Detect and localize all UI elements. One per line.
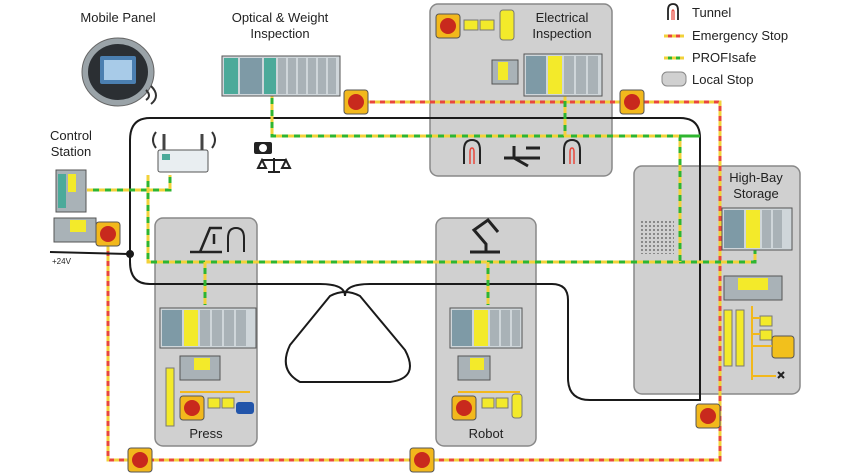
press-icon [190, 226, 222, 254]
estop-button [695, 403, 721, 429]
label-optical-line2: Inspection [250, 26, 309, 41]
estop-button [343, 89, 369, 115]
label-voltage: +24V [52, 257, 72, 266]
robot-arm-icon [470, 217, 500, 254]
tunnel-icon [227, 226, 245, 252]
label-robot: Robot [469, 426, 504, 441]
estop-button [619, 89, 645, 115]
label-highbay-line2: Storage [733, 186, 779, 201]
label-control-line1: Control [50, 128, 92, 143]
junction-icon [504, 146, 540, 168]
camera-icon [254, 142, 272, 154]
tunnel-icon [463, 138, 481, 164]
highbay-equipment [721, 207, 795, 380]
label-control-line2: Station [51, 144, 91, 159]
control-station [49, 169, 131, 255]
label-press: Press [189, 426, 223, 441]
label-highbay-line1: High-Bay [729, 170, 783, 185]
emergency-stop-loop [106, 100, 722, 462]
wireless-router-icon [152, 131, 216, 173]
estop-button [127, 447, 153, 473]
legend: Tunnel Emergency Stop PROFIsafe Local St… [661, 3, 788, 87]
tunnel-icon [667, 3, 679, 20]
legend-emergency-stop: Emergency Stop [692, 28, 788, 43]
tunnel-icon [563, 138, 581, 164]
station-labels: Mobile Panel Optical & Weight Inspection… [50, 10, 783, 441]
robot-equipment [449, 307, 523, 421]
emergency-stop-buttons[interactable] [95, 89, 721, 473]
estop-button [409, 447, 435, 473]
label-mobile-panel: Mobile Panel [80, 10, 155, 25]
label-electrical-line1: Electrical [536, 10, 589, 25]
mobile-panel-icon [81, 37, 157, 107]
electrical-inspection-equipment [435, 9, 603, 97]
legend-profisafe: PROFIsafe [692, 50, 756, 65]
estop-button [95, 221, 121, 247]
press-equipment [159, 307, 257, 427]
speaker-grille [640, 220, 674, 254]
optical-inspection-rack [221, 55, 341, 97]
label-optical-line1: Optical & Weight [232, 10, 329, 25]
legend-local-stop: Local Stop [692, 72, 753, 87]
legend-tunnel: Tunnel [692, 5, 731, 20]
label-electrical-line2: Inspection [532, 26, 591, 41]
scale-icon [256, 157, 292, 173]
